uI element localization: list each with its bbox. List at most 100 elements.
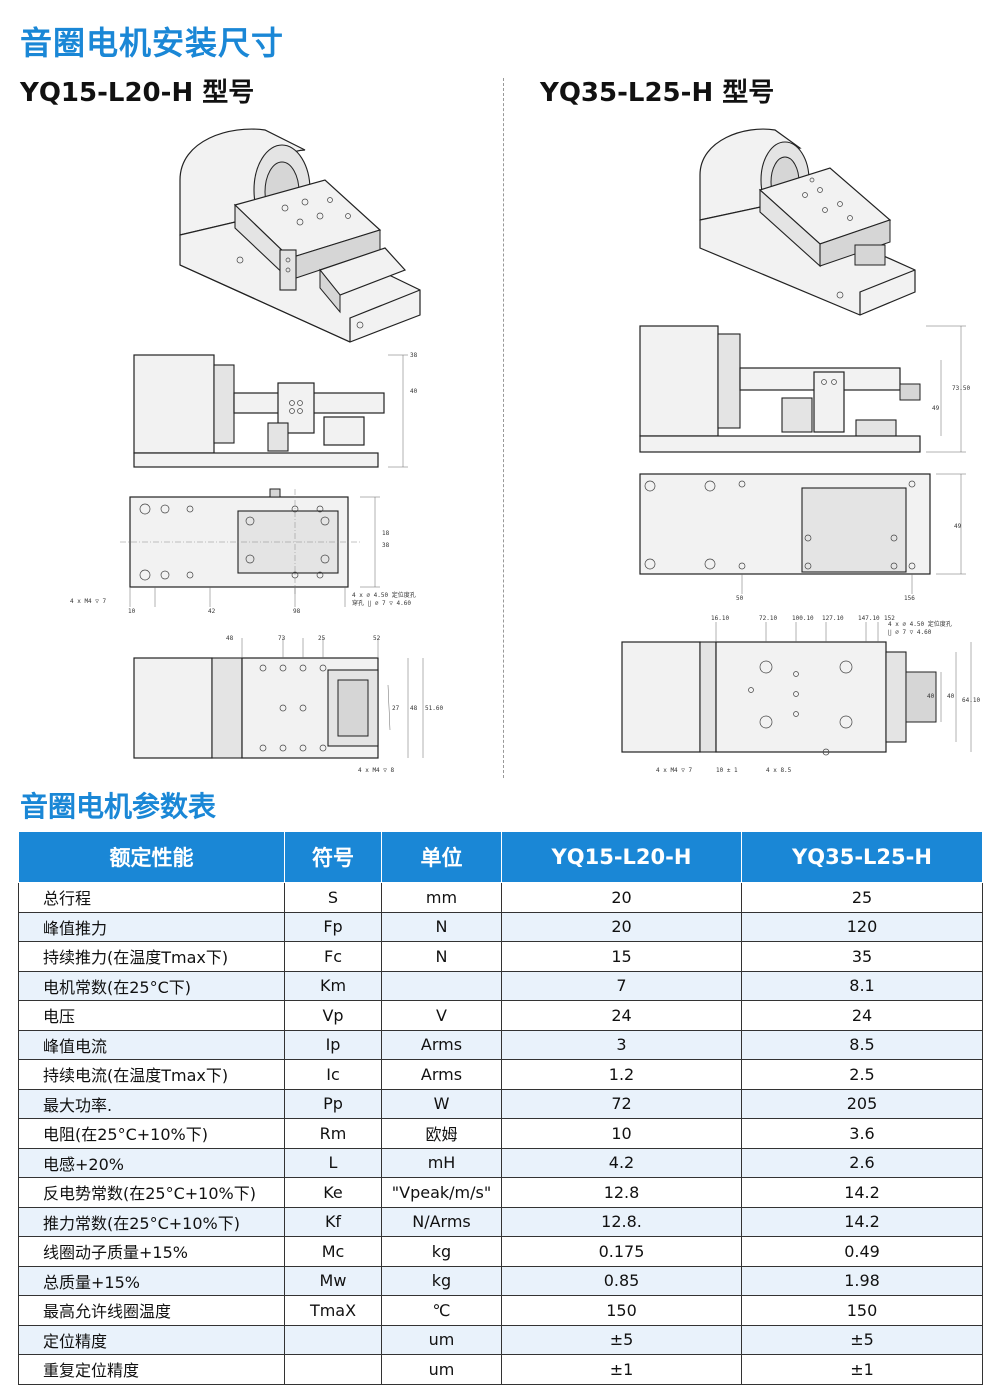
bottom-dim-25: 25 xyxy=(318,635,326,642)
r-bottom-dim-6410: 64.10 xyxy=(962,697,980,704)
table-cell: V xyxy=(381,1000,502,1031)
right-top-view: 49 50 156 xyxy=(639,473,966,602)
table-cell: 持续电流(在温度Tmax下) xyxy=(18,1059,285,1090)
table-cell: 0.49 xyxy=(741,1236,983,1267)
table-cell: 14.2 xyxy=(741,1206,983,1237)
table-cell: ±5 xyxy=(501,1324,742,1355)
table-cell: 1.98 xyxy=(741,1265,983,1296)
r-side-dim-49: 49 xyxy=(932,405,940,412)
table-title: 音圈电机参数表 xyxy=(20,790,217,823)
left-bottom-view: 48 73 25 52 27 48 51.60 4 x M4 ▽ 8 xyxy=(133,635,443,774)
base-mark-98: 98 xyxy=(293,608,301,615)
table-cell xyxy=(284,1324,382,1355)
table-cell: 3.6 xyxy=(741,1118,983,1149)
r-bottom-note-85: 4 x 8.5 xyxy=(766,767,792,774)
table-cell: Arms xyxy=(381,1029,502,1060)
header-performance: 额定性能 xyxy=(18,831,285,883)
table-cell: 最大功率. xyxy=(18,1088,285,1119)
table-cell: N xyxy=(381,911,502,942)
table-cell: 电机常数(在25°C下) xyxy=(18,970,285,1001)
r-bottom-dim-40a: 40 xyxy=(927,693,935,700)
table-cell: 150 xyxy=(741,1295,983,1326)
bottom-dim-48: 48 xyxy=(226,635,234,642)
table-cell: 14.2 xyxy=(741,1177,983,1208)
table-cell: S xyxy=(284,882,382,913)
table-cell: 205 xyxy=(741,1088,983,1119)
side-dim-38: 38 xyxy=(410,352,418,359)
table-cell: 电阻(在25°C+10%下) xyxy=(18,1118,285,1149)
r-bottom-note-tol: 10 ± 1 xyxy=(716,767,738,774)
table-cell: 150 xyxy=(501,1295,742,1326)
table-cell xyxy=(381,970,502,1001)
table-cell: 峰值推力 xyxy=(18,911,285,942)
table-cell: Ic xyxy=(284,1059,382,1090)
table-cell: Ke xyxy=(284,1177,382,1208)
table-cell: 35 xyxy=(741,941,983,972)
table-cell: L xyxy=(284,1147,382,1178)
right-iso-view xyxy=(699,128,916,316)
table-cell: 定位精度 xyxy=(18,1324,285,1355)
bottom-dim-5160: 51.60 xyxy=(425,705,443,712)
top-note-m4: 4 x M4 ▽ 7 xyxy=(70,598,107,605)
base-mark-42: 42 xyxy=(208,608,216,615)
top-dim-18: 18 xyxy=(382,530,390,537)
r-top-dim-49: 49 xyxy=(954,523,962,530)
table-cell: Fp xyxy=(284,911,382,942)
table-cell: um xyxy=(381,1324,502,1355)
table-cell: 电压 xyxy=(18,1000,285,1031)
table-cell: 2.6 xyxy=(741,1147,983,1178)
table-cell: Fc xyxy=(284,941,382,972)
table-cell: 72 xyxy=(501,1088,742,1119)
top-note-cbore: 穿孔 ∐ ∅ 7 ▽ 4.60 xyxy=(352,599,411,607)
table-cell: 2.5 xyxy=(741,1059,983,1090)
table-cell: "Vpeak/m/s" xyxy=(381,1177,502,1208)
table-cell: ±5 xyxy=(741,1324,983,1355)
left-top-view: 18 38 10 42 98 4 x M4 ▽ 7 4 x ∅ 4.50 定位度… xyxy=(70,488,416,615)
top-note-pin: 4 x ∅ 4.50 定位度孔 xyxy=(352,591,416,599)
table-cell: Vp xyxy=(284,1000,382,1031)
table-cell: 持续推力(在温度Tmax下) xyxy=(18,941,285,972)
bottom-note-m4: 4 x M4 ▽ 8 xyxy=(358,767,395,774)
left-iso-view xyxy=(179,128,421,343)
table-cell: ±1 xyxy=(741,1354,983,1385)
table-cell: 25 xyxy=(741,882,983,913)
table-cell: 24 xyxy=(501,1000,742,1031)
table-cell: 峰值电流 xyxy=(18,1029,285,1060)
table-cell: Km xyxy=(284,970,382,1001)
table-header-row: 额定性能 符号 单位 YQ15-L20-H YQ35-L25-H xyxy=(18,831,983,883)
table-cell: N xyxy=(381,941,502,972)
r-bottom-mark-12710: 127.10 xyxy=(822,615,844,622)
table-cell: 总行程 xyxy=(18,882,285,913)
table-cell: N/Arms xyxy=(381,1206,502,1237)
bottom-dim-73: 73 xyxy=(278,635,286,642)
r-bottom-mark-7210: 72.10 xyxy=(759,615,777,622)
table-cell: kg xyxy=(381,1236,502,1267)
column-divider xyxy=(503,78,504,778)
header-symbol: 符号 xyxy=(284,831,382,883)
table-cell: 电感+20% xyxy=(18,1147,285,1178)
top-dim-38: 38 xyxy=(382,542,390,549)
r-bottom-note-pin: 4 x ∅ 4.50 定位度孔 xyxy=(888,620,952,628)
table-cell: mm xyxy=(381,882,502,913)
r-bottom-mark-152: 152 xyxy=(884,615,895,622)
table-cell: 20 xyxy=(501,882,742,913)
table-cell: 20 xyxy=(501,911,742,942)
table-cell: 3 xyxy=(501,1029,742,1060)
table-cell: W xyxy=(381,1088,502,1119)
table-cell: Ip xyxy=(284,1029,382,1060)
table-cell: 欧姆 xyxy=(381,1118,502,1149)
table-cell: Pp xyxy=(284,1088,382,1119)
r-bottom-mark-1610: 16.10 xyxy=(711,615,729,622)
model-right-heading: YQ35-L25-H 型号 xyxy=(540,78,775,108)
